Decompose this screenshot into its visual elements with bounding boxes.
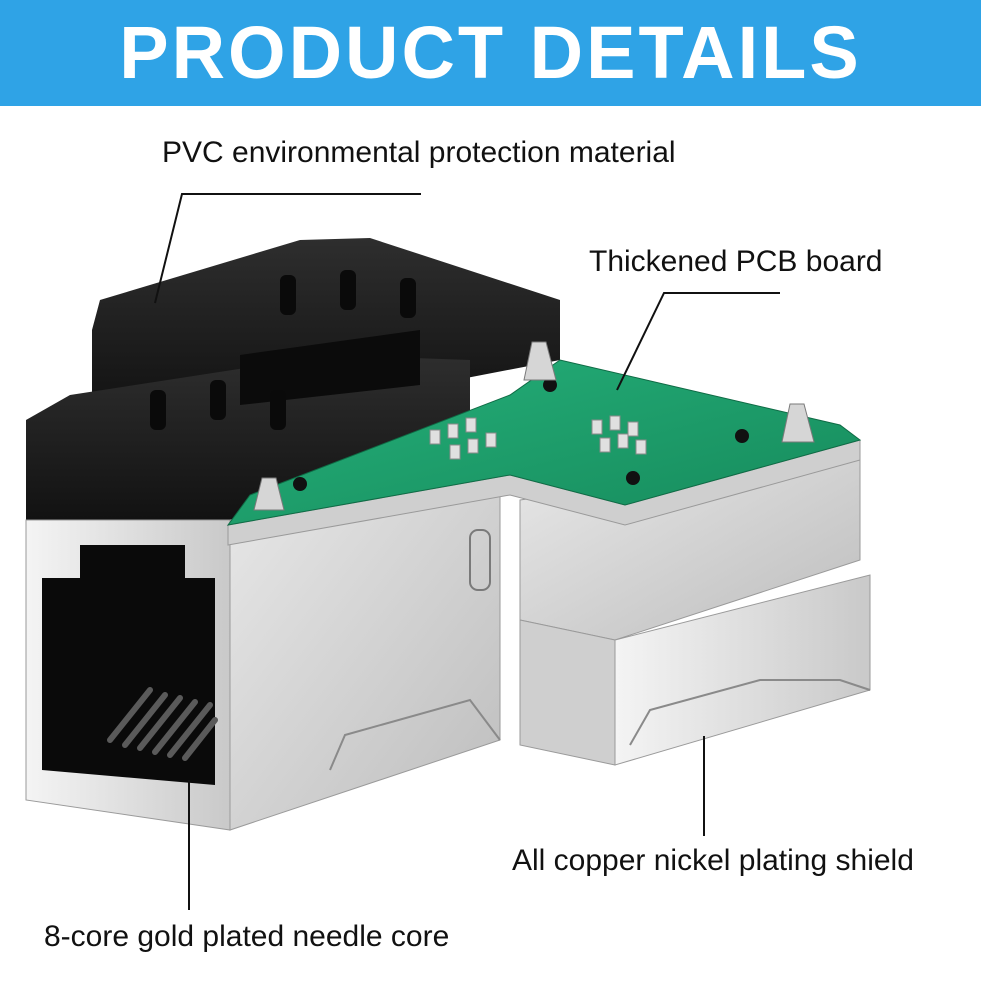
pcb-board bbox=[226, 341, 862, 546]
page-title: PRODUCT DETAILS bbox=[119, 11, 862, 94]
shield-callout: All copper nickel plating shield bbox=[512, 844, 914, 877]
title-banner: PRODUCT DETAILS bbox=[0, 0, 981, 106]
needle-core-callout: 8-core gold plated needle core bbox=[44, 920, 450, 953]
pvc-leader-line bbox=[154, 193, 421, 304]
rj45-port bbox=[42, 545, 218, 785]
pcb-board-callout: Thickened PCB board bbox=[589, 245, 883, 278]
leader-lines bbox=[154, 193, 780, 910]
pcb-leader-line bbox=[616, 292, 780, 391]
pvc-housing bbox=[26, 238, 560, 520]
pvc-material-callout: PVC environmental protection material bbox=[162, 136, 676, 169]
